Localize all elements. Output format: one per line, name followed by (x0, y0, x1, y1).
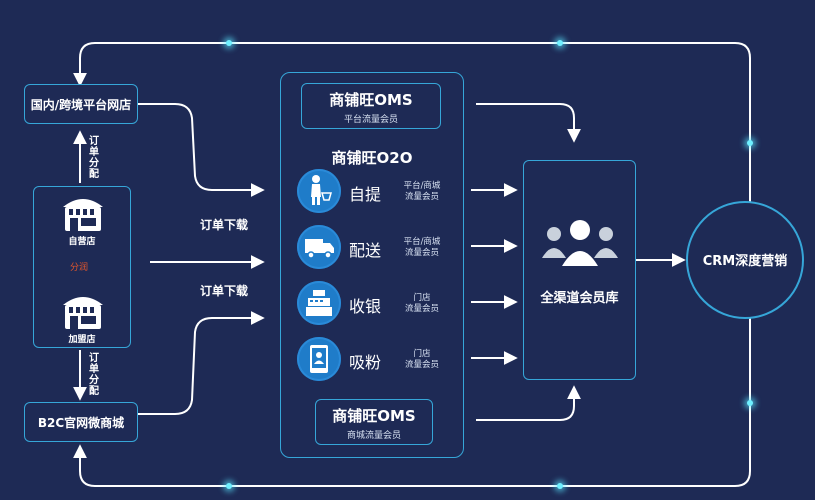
oms-top-title: 商铺旺OMS (329, 91, 413, 109)
glow-dot (226, 483, 232, 489)
franchise-store-label: 加盟店 (68, 335, 96, 345)
cash-register-icon (297, 281, 341, 325)
download-arrow-bottom (138, 311, 265, 415)
domestic-store-label: 国内/跨境平台网店 (30, 98, 132, 112)
glow-dot (747, 140, 753, 146)
glow-dot (226, 40, 232, 46)
store-icon (63, 199, 103, 231)
o2o-title: 商铺旺O2O (331, 149, 413, 167)
member-db-box: 全渠道会员库 (523, 160, 636, 380)
oms-top-to-db (476, 103, 581, 143)
oms-bottom-to-db (476, 385, 581, 421)
glow-dot (557, 40, 563, 46)
store-icon (63, 297, 103, 329)
b2c-label: B2C官网微商城 (37, 416, 125, 430)
oms-top-sub: 平台流量会员 (343, 115, 398, 125)
oms-bottom-title: 商铺旺OMS (332, 407, 416, 425)
row-sub-pickup: 平台/商城 流量会员 (395, 181, 449, 203)
b2c-box: B2C官网微商城 (24, 402, 138, 442)
row-label-cashier: 收银 (349, 297, 382, 316)
order-download-label-2: 订单下载 (200, 284, 249, 298)
tablet-user-icon (297, 337, 341, 381)
oms-bottom-box: 商铺旺OMS 商城流量会员 (315, 399, 433, 445)
dispatch-label-bottom: 订单分配 (89, 353, 99, 397)
row-sub-cashier-2: 流量会员 (404, 304, 439, 314)
o2o-panel: 商铺旺OMS 平台流量会员 商铺旺O2O 自提 平台/商城 流量会员 配送 平台… (280, 72, 464, 458)
domestic-store-box: 国内/跨境平台网店 (24, 84, 138, 124)
row-sub-delivery: 平台/商城 流量会员 (395, 237, 449, 259)
row-sub-fans-2: 流量会员 (404, 360, 439, 370)
member-db-label: 全渠道会员库 (540, 291, 619, 306)
dispatch-label-top: 订单分配 (89, 136, 99, 180)
download-arrow-top (138, 103, 265, 197)
row-label-pickup: 自提 (349, 185, 382, 204)
row-sub-delivery-2: 流量会员 (404, 248, 439, 258)
glow-dot (747, 400, 753, 406)
oms-bottom-sub: 商城流量会员 (346, 431, 401, 441)
member-group-icon (542, 220, 618, 266)
top-loop-line (73, 42, 751, 250)
oms-top-box: 商铺旺OMS 平台流量会员 (301, 83, 441, 129)
row-sub-fans: 门店 流量会员 (395, 349, 449, 371)
crm-label: CRM深度营销 (702, 254, 788, 269)
glow-dot (557, 483, 563, 489)
person-cart-icon (297, 169, 341, 213)
row-sub-pickup-2: 流量会员 (404, 192, 439, 202)
row-sub-fans-1: 门店 (413, 349, 431, 359)
truck-icon (297, 225, 341, 269)
row-label-fans: 吸粉 (349, 353, 382, 372)
profit-share-label: 分润 (70, 263, 89, 273)
stores-box: 自营店 分润 加盟店 (33, 186, 131, 348)
crm-circle: CRM深度营销 (686, 201, 804, 319)
self-store-label: 自营店 (68, 237, 96, 247)
row-sub-cashier: 门店 流量会员 (395, 293, 449, 315)
row-sub-pickup-1: 平台/商城 (403, 181, 441, 191)
bottom-loop-line (73, 250, 751, 487)
row-sub-cashier-1: 门店 (413, 293, 431, 303)
row-sub-delivery-1: 平台/商城 (403, 237, 441, 247)
row-label-delivery: 配送 (349, 241, 382, 260)
order-download-label-1: 订单下载 (200, 218, 249, 232)
